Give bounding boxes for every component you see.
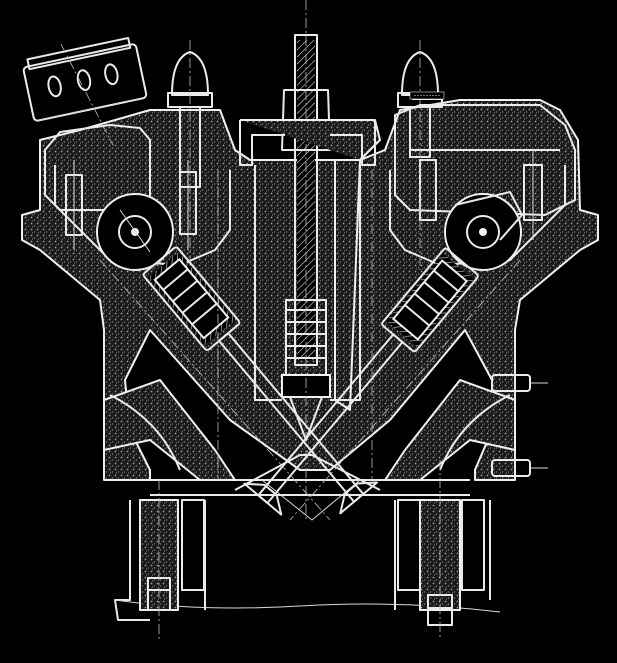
right-port	[384, 379, 516, 481]
left-head-bolt	[139, 480, 179, 640]
right-head-bolt	[419, 460, 461, 640]
centre-lines	[99, 170, 521, 521]
right-side-studs	[491, 374, 548, 477]
left-breather-box	[22, 36, 148, 146]
right-camshaft-assembly	[394, 104, 576, 271]
left-port	[103, 379, 236, 481]
plug-well-casting	[239, 119, 381, 411]
left-acorn-nut	[167, 40, 213, 270]
left-valve-assembly	[142, 246, 379, 515]
right-nut-plate	[409, 91, 445, 100]
block-stud-columns	[181, 499, 485, 591]
right-valve-assembly	[243, 247, 479, 516]
left-camshaft-assembly	[44, 124, 197, 271]
